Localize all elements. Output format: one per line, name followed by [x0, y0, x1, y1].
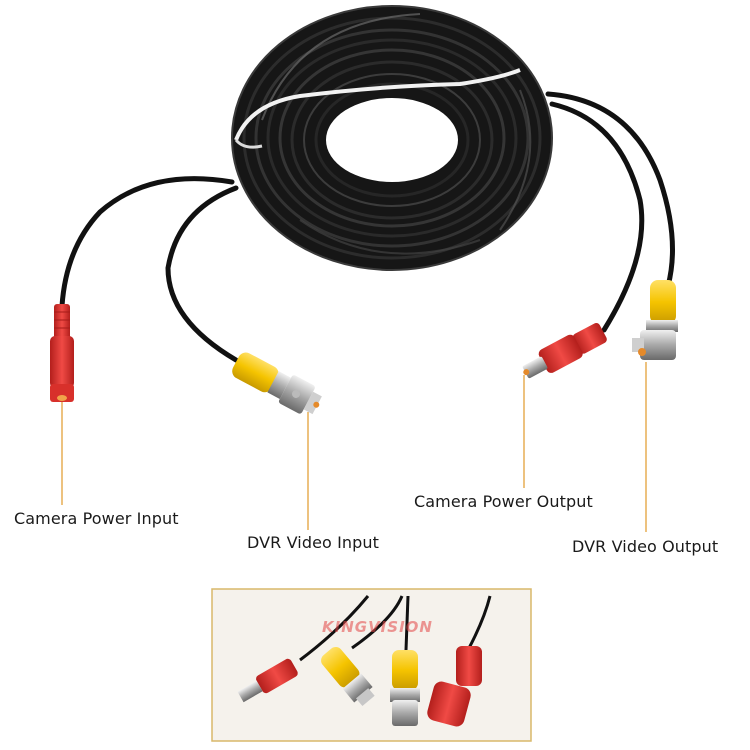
inset-photo	[211, 588, 532, 742]
label-dvr-video-input: DVR Video Input	[247, 533, 380, 552]
label-dvr-video-output: DVR Video Output	[572, 537, 719, 556]
cable-coil	[231, 5, 553, 271]
label-camera-power-output: Camera Power Output	[414, 492, 593, 511]
camera-power-output-connector	[522, 322, 607, 379]
brand-watermark: KINGVISION	[322, 618, 433, 636]
right-cables	[545, 91, 675, 333]
label-camera-power-input: Camera Power Input	[14, 509, 179, 528]
camera-power-input-connector	[50, 304, 74, 402]
callout-lines	[61, 362, 647, 532]
dvr-video-input-connector	[232, 352, 322, 415]
left-cables	[59, 176, 239, 363]
dvr-video-output-connector	[632, 280, 678, 360]
